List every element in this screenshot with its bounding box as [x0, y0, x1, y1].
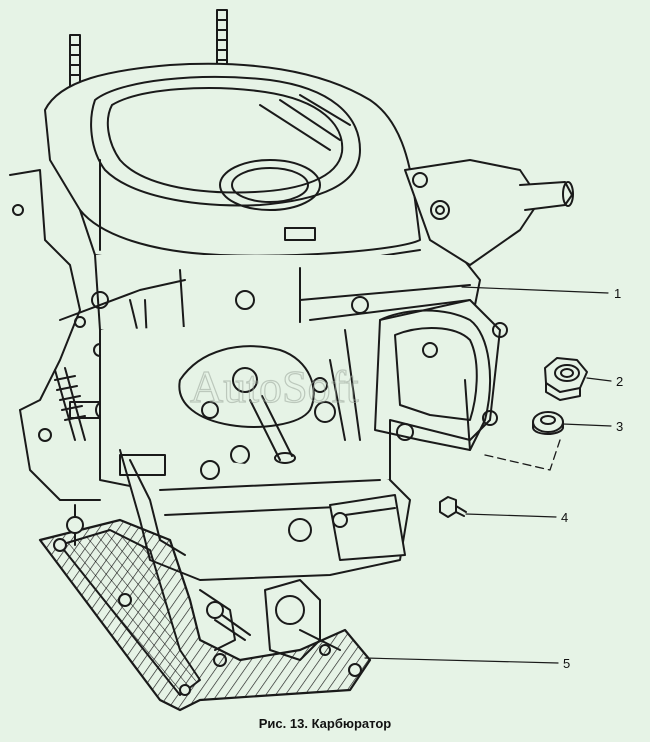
screw-part: [439, 496, 467, 518]
callout-label-4: 4: [561, 510, 568, 525]
base-gasket: [38, 504, 372, 712]
callout-label-1: 1: [614, 286, 621, 301]
figure-caption: Рис. 13. Карбюратор: [258, 716, 392, 731]
throttle-body: [99, 299, 508, 501]
lower-body: [119, 449, 411, 581]
callout-label-5: 5: [563, 656, 570, 671]
watermark: AutoSoft: [190, 361, 359, 412]
fuel-inlet: [404, 159, 574, 266]
nut-part: [544, 357, 588, 401]
callout-label-2: 2: [616, 374, 623, 389]
alignment-lines: [484, 439, 561, 471]
top-cover: [44, 62, 456, 271]
callout-label-3: 3: [616, 419, 623, 434]
adjustment-screws: [199, 579, 341, 667]
leader-lines: [364, 286, 612, 664]
washer-part: [532, 411, 564, 435]
